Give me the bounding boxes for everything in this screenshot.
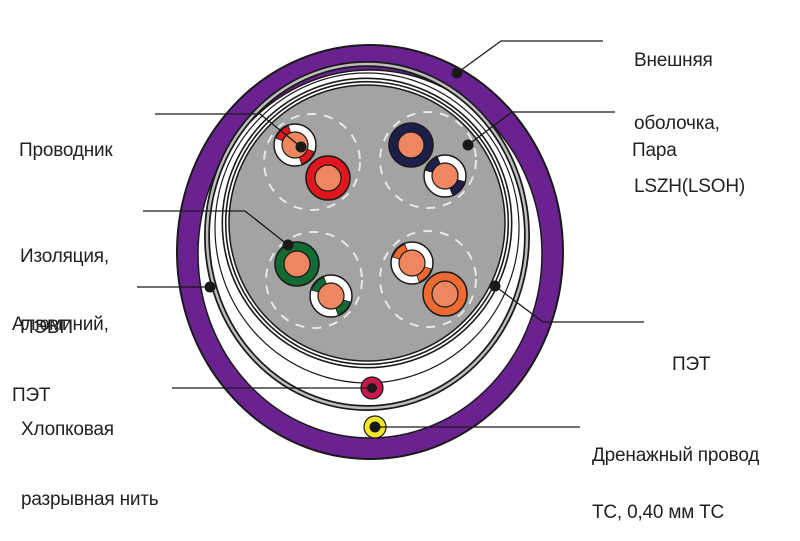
orange-pair — [379, 230, 477, 328]
copper-conductor — [283, 250, 311, 278]
label-line: Внешняя — [634, 50, 713, 71]
copper-conductor — [431, 280, 459, 308]
label-aluminium: Алюминий, ПЭТ — [12, 272, 109, 427]
copper-conductor — [317, 282, 345, 310]
leader-line — [456, 40, 603, 74]
pair-twist-outline — [265, 231, 363, 329]
aluminium-shield-inner — [205, 62, 529, 410]
pet-wrap-inner — [223, 79, 511, 367]
leader-conductor — [155, 113, 307, 153]
leader-dot — [282, 239, 294, 251]
cable-cross-section — [137, 40, 644, 460]
label-line: Пара — [632, 140, 677, 161]
leader-line — [155, 113, 302, 148]
label-conductor: Проводник — [19, 98, 113, 182]
copper-conductor — [314, 164, 342, 192]
label-line: ПЭТ — [12, 385, 51, 406]
leader-insulation — [143, 210, 294, 251]
label-line: Проводник — [19, 140, 113, 161]
pair-twist-outline — [379, 111, 477, 209]
leader-line — [467, 111, 615, 146]
leader-dot — [489, 280, 501, 292]
cable-core — [228, 84, 506, 362]
label-line: Изоляция, — [20, 246, 109, 267]
leader-dot — [295, 141, 307, 153]
label-line: ПЭВП — [20, 317, 73, 338]
leader-dot — [451, 67, 463, 79]
copper-conductor — [398, 249, 426, 277]
leader-line — [494, 285, 644, 323]
label-line: ПЭТ — [672, 354, 711, 375]
green-pair — [265, 231, 363, 329]
leader-line — [143, 210, 289, 246]
label-line: оболочка, — [634, 113, 720, 134]
leader-outer-sheath — [451, 40, 603, 79]
label-outer-sheath: Внешняя оболочка, LSZH(LSOH) — [634, 8, 745, 218]
label-line: ТС, 0,40 мм ТС — [592, 502, 725, 523]
leader-dot — [204, 281, 216, 293]
label-line: разрывная нить — [21, 489, 159, 510]
copper-conductor — [431, 162, 459, 190]
leader-pet — [489, 280, 644, 323]
label-pair: Пара — [632, 98, 677, 182]
label-drain-wire: Дренажный провод ТС, 0,40 мм ТС — [592, 408, 759, 541]
label-line: Алюминий, — [12, 314, 109, 335]
pair-twist-outline — [379, 230, 477, 328]
label-line: Дренажный провод — [592, 445, 760, 466]
leader-aluminium — [137, 281, 216, 293]
blue-pair — [379, 111, 477, 209]
label-insulation: Изоляция, ПЭВП — [20, 204, 109, 359]
copper-conductor — [397, 131, 425, 159]
leader-pair — [462, 111, 615, 151]
label-ripcord: Хлопковая разрывная нить — [21, 377, 159, 531]
pair-twist-outline — [263, 113, 361, 211]
label-pet: ПЭТ — [672, 312, 711, 396]
label-line: Хлопковая — [21, 419, 114, 440]
leader-dot — [462, 139, 474, 151]
label-line: LSZH(LSOH) — [634, 176, 745, 197]
